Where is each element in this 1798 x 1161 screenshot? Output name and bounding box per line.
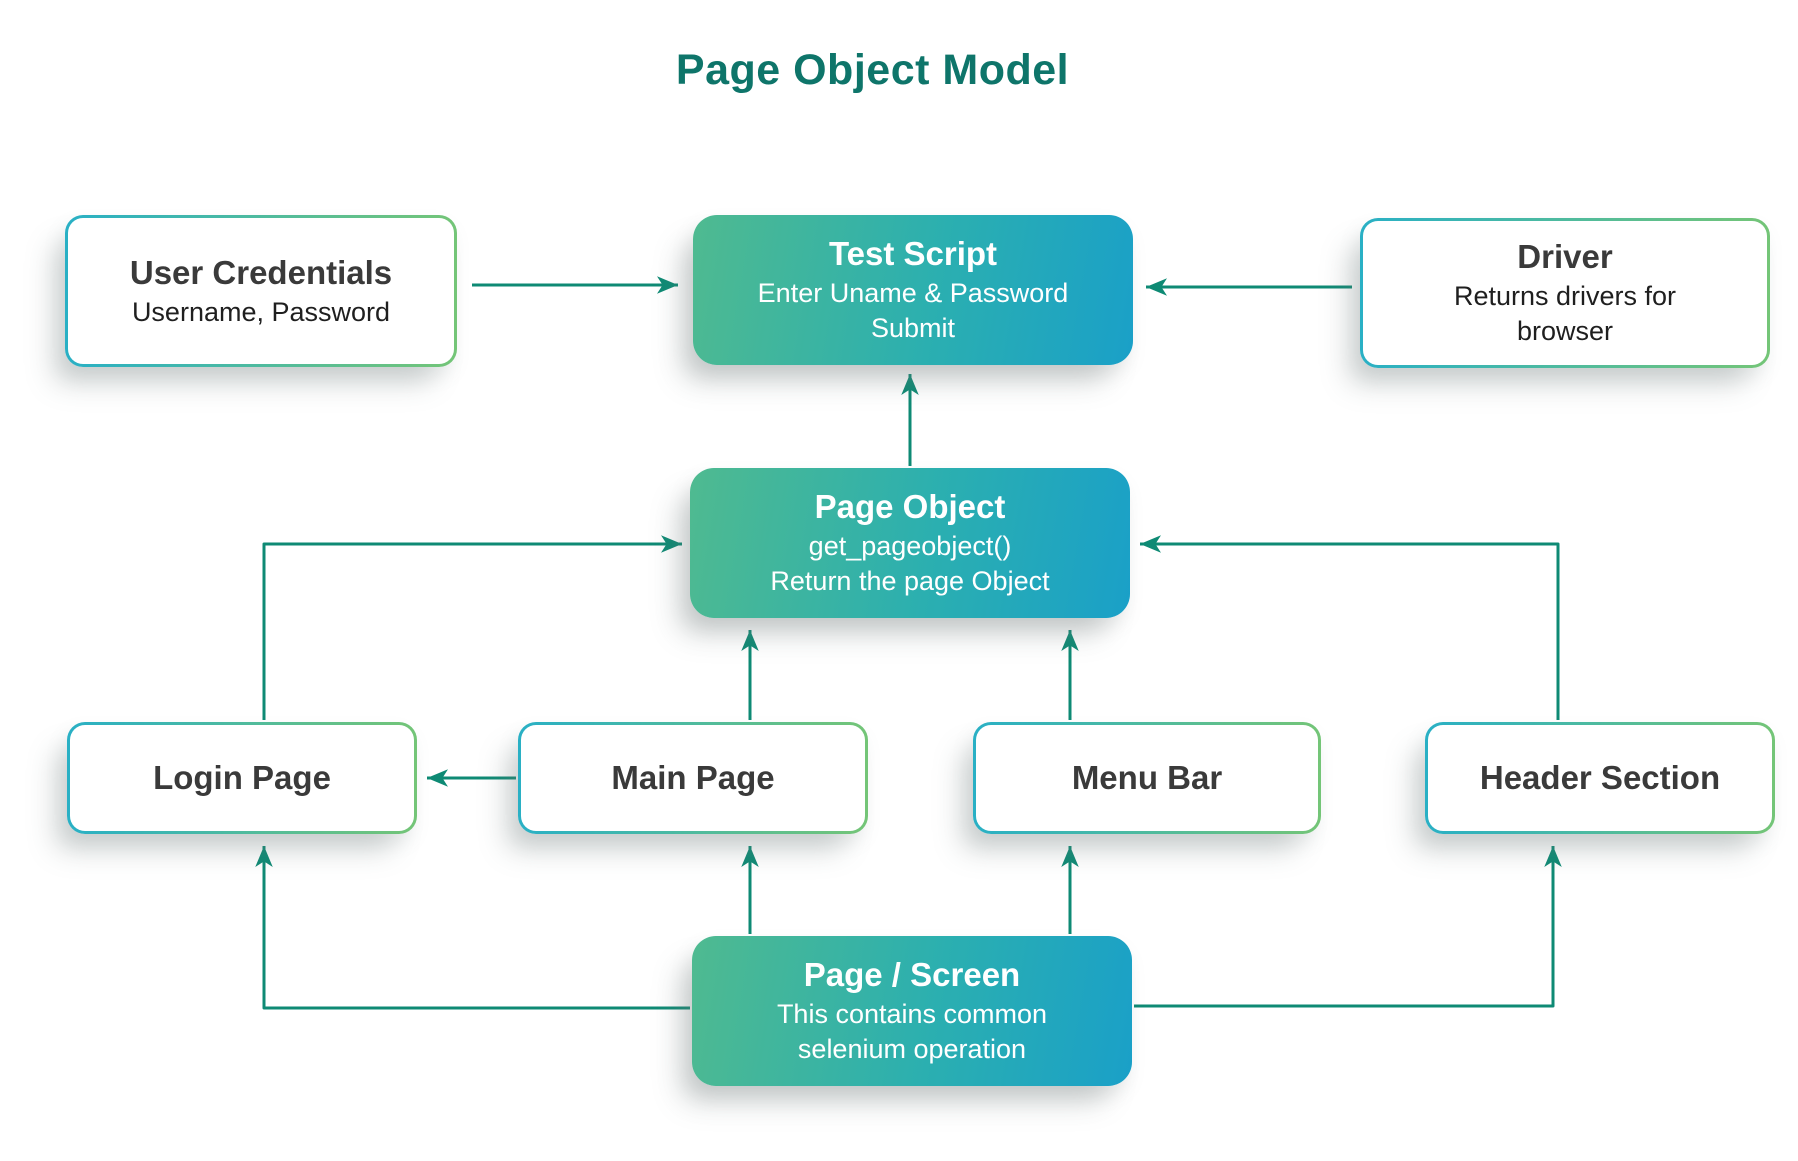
node-subtitle-line-1: Enter Uname & Password bbox=[757, 277, 1069, 308]
node-menu-bar-body: Menu Bar bbox=[976, 725, 1318, 831]
node-title: Menu Bar bbox=[1071, 758, 1223, 796]
edge-page-screen-to-header-section bbox=[1134, 846, 1562, 1008]
node-main-page-body: Main Page bbox=[521, 725, 865, 831]
node-header-section: Header Section bbox=[1425, 722, 1775, 834]
page-title: Page Object Model bbox=[675, 46, 1070, 94]
node-main-page: Main Page bbox=[518, 722, 868, 834]
node-user-credentials: User Credentials Username, Password bbox=[65, 215, 457, 367]
node-title: Page Object bbox=[814, 487, 1006, 525]
node-subtitle: Username, Password bbox=[131, 296, 391, 327]
edge-login-page-to-page-object bbox=[262, 535, 682, 720]
node-login-page-body: Login Page bbox=[70, 725, 414, 831]
node-title: Main Page bbox=[611, 758, 775, 796]
node-title: Driver bbox=[1517, 237, 1613, 275]
node-driver: Driver Returns drivers for browser bbox=[1360, 218, 1770, 368]
node-subtitle-line-2: browser bbox=[1516, 316, 1614, 347]
node-page-screen: Page / Screen This contains common selen… bbox=[692, 936, 1132, 1086]
node-title: Login Page bbox=[153, 758, 331, 796]
node-subtitle-line-1: This contains common bbox=[776, 998, 1048, 1029]
node-title: Header Section bbox=[1479, 758, 1721, 796]
node-page-object: Page Object get_pageobject() Return the … bbox=[690, 468, 1130, 618]
node-test-script: Test Script Enter Uname & Password Submi… bbox=[693, 215, 1133, 365]
node-subtitle-line-2: selenium operation bbox=[797, 1034, 1027, 1065]
node-title: Page / Screen bbox=[803, 955, 1021, 993]
node-title: Test Script bbox=[828, 234, 998, 272]
node-user-credentials-body: User Credentials Username, Password bbox=[68, 218, 454, 364]
node-subtitle-line-2: Submit bbox=[870, 313, 956, 344]
node-subtitle-line-1: get_pageobject() bbox=[808, 530, 1012, 561]
node-login-page: Login Page bbox=[67, 722, 417, 834]
node-subtitle-line-2: Return the page Object bbox=[770, 566, 1050, 597]
node-title: User Credentials bbox=[129, 253, 393, 291]
edge-header-section-to-page-object bbox=[1140, 535, 1560, 720]
node-subtitle-line-1: Returns drivers for bbox=[1453, 280, 1677, 311]
node-driver-body: Driver Returns drivers for browser bbox=[1363, 221, 1767, 365]
node-header-section-body: Header Section bbox=[1428, 725, 1772, 831]
edge-page-screen-to-login-page bbox=[255, 846, 690, 1010]
node-menu-bar: Menu Bar bbox=[973, 722, 1321, 834]
